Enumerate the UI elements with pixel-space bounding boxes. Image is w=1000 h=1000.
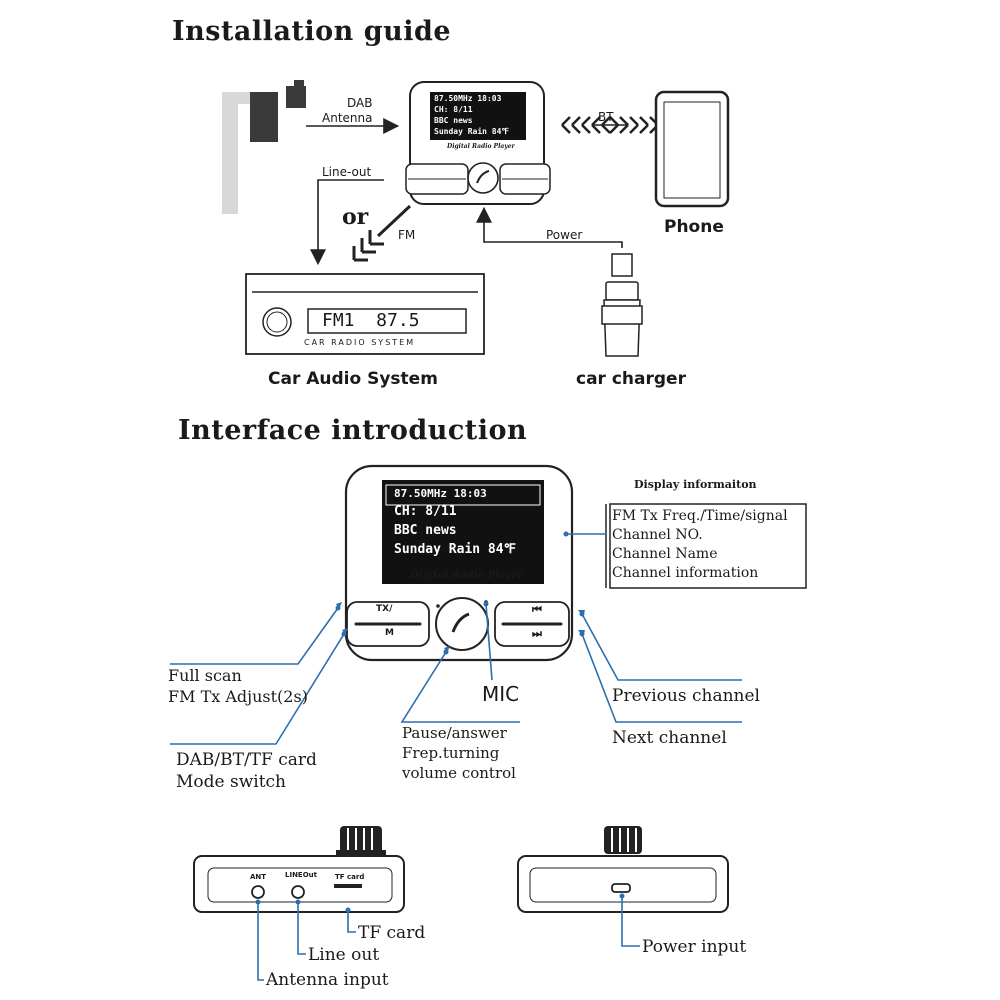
fm-tx-adjust-label: FM Tx Adjust(2s) (168, 687, 308, 706)
linein-port-label: LINEOut (285, 871, 317, 879)
prev-button-icon: ⏮ (532, 603, 542, 616)
radio-display: FM1 87.5 (322, 310, 420, 331)
power-label: Power (546, 228, 583, 242)
next-channel-label: Next channel (612, 728, 727, 748)
display-info-item: Channel Name (612, 546, 718, 562)
line-out-port-label: Line out (308, 945, 380, 965)
device-line3: BBC news (394, 523, 457, 538)
ant-port-label: ANT (250, 873, 267, 881)
tf-card-label: TF card (358, 923, 426, 943)
device-large-display: 87.50MHz 18:03 CH: 8/11 BBC news Sunday … (394, 486, 516, 560)
device-side-right-icon (517, 826, 729, 913)
full-scan-label: Full scan (168, 666, 242, 685)
phone-icon (654, 90, 730, 208)
phone-label: Phone (664, 217, 724, 237)
dab-bt-tf-label: DAB/BT/TF card (176, 750, 317, 770)
fm-chevrons (352, 204, 412, 262)
callout-leads (170, 533, 742, 745)
tx-button-label: TX/ (376, 604, 393, 614)
display-info-item: Channel NO. (612, 527, 703, 543)
tf-port-label: TF card (335, 873, 365, 881)
mic-label: MIC (482, 682, 520, 706)
car-radio-icon (245, 273, 485, 355)
dab-antenna-label: DAB Antenna (322, 96, 373, 125)
device-small-line2: CH: 8/11 (434, 105, 473, 114)
port-leads (257, 896, 640, 981)
previous-channel-label: Previous channel (612, 686, 760, 706)
dab-antenna-icon (222, 80, 306, 214)
device-line1: 87.50MHz 18:03 (394, 487, 487, 500)
bt-label: BT (598, 110, 614, 124)
car-charger-icon (601, 253, 643, 357)
power-input-label: Power input (642, 937, 747, 957)
m-button-label: M (385, 628, 394, 638)
fm-label: FM (398, 228, 416, 242)
device-large-icon (344, 464, 574, 662)
display-info-list: FM Tx Freq./Time/signal Channel NO. Chan… (612, 507, 788, 583)
car-charger-label: car charger (576, 369, 686, 389)
radio-caption: CAR RADIO SYSTEM (304, 338, 416, 347)
device-small-display: 87.50MHz 18:03 CH: 8/11 BBC news Sunday … (434, 93, 509, 137)
volume-control-label: volume control (402, 764, 516, 782)
device-small-brand: Digital Radio Player (447, 143, 515, 150)
line-out-label: Line-out (322, 165, 372, 179)
car-audio-label: Car Audio System (268, 369, 438, 389)
display-info-title: Display informaiton (634, 478, 757, 491)
antenna-input-label: Antenna input (266, 970, 389, 990)
installation-guide-title: Installation guide (172, 16, 452, 47)
next-button-icon: ⏭ (532, 627, 542, 640)
mode-switch-label: Mode switch (176, 772, 287, 792)
device-small-icon (405, 81, 551, 205)
device-side-left-icon (193, 826, 405, 913)
interface-title: Interface introduction (178, 415, 528, 446)
device-line2: CH: 8/11 (394, 504, 457, 519)
device-small-line1: 87.50MHz 18:03 (434, 94, 502, 103)
device-brand: Digital Radio Player (410, 570, 523, 581)
device-small-line3: BBC news (434, 116, 473, 125)
device-small-line4: Sunday Rain 84℉ (434, 127, 510, 136)
device-line4: Sunday Rain 84℉ (394, 542, 516, 557)
pause-answer-label: Pause/answer (402, 724, 507, 742)
display-info-item: Channel information (612, 565, 759, 581)
or-label: or (342, 204, 369, 230)
display-info-item: FM Tx Freq./Time/signal (612, 508, 788, 524)
freq-turning-label: Frep.turning (402, 744, 500, 762)
